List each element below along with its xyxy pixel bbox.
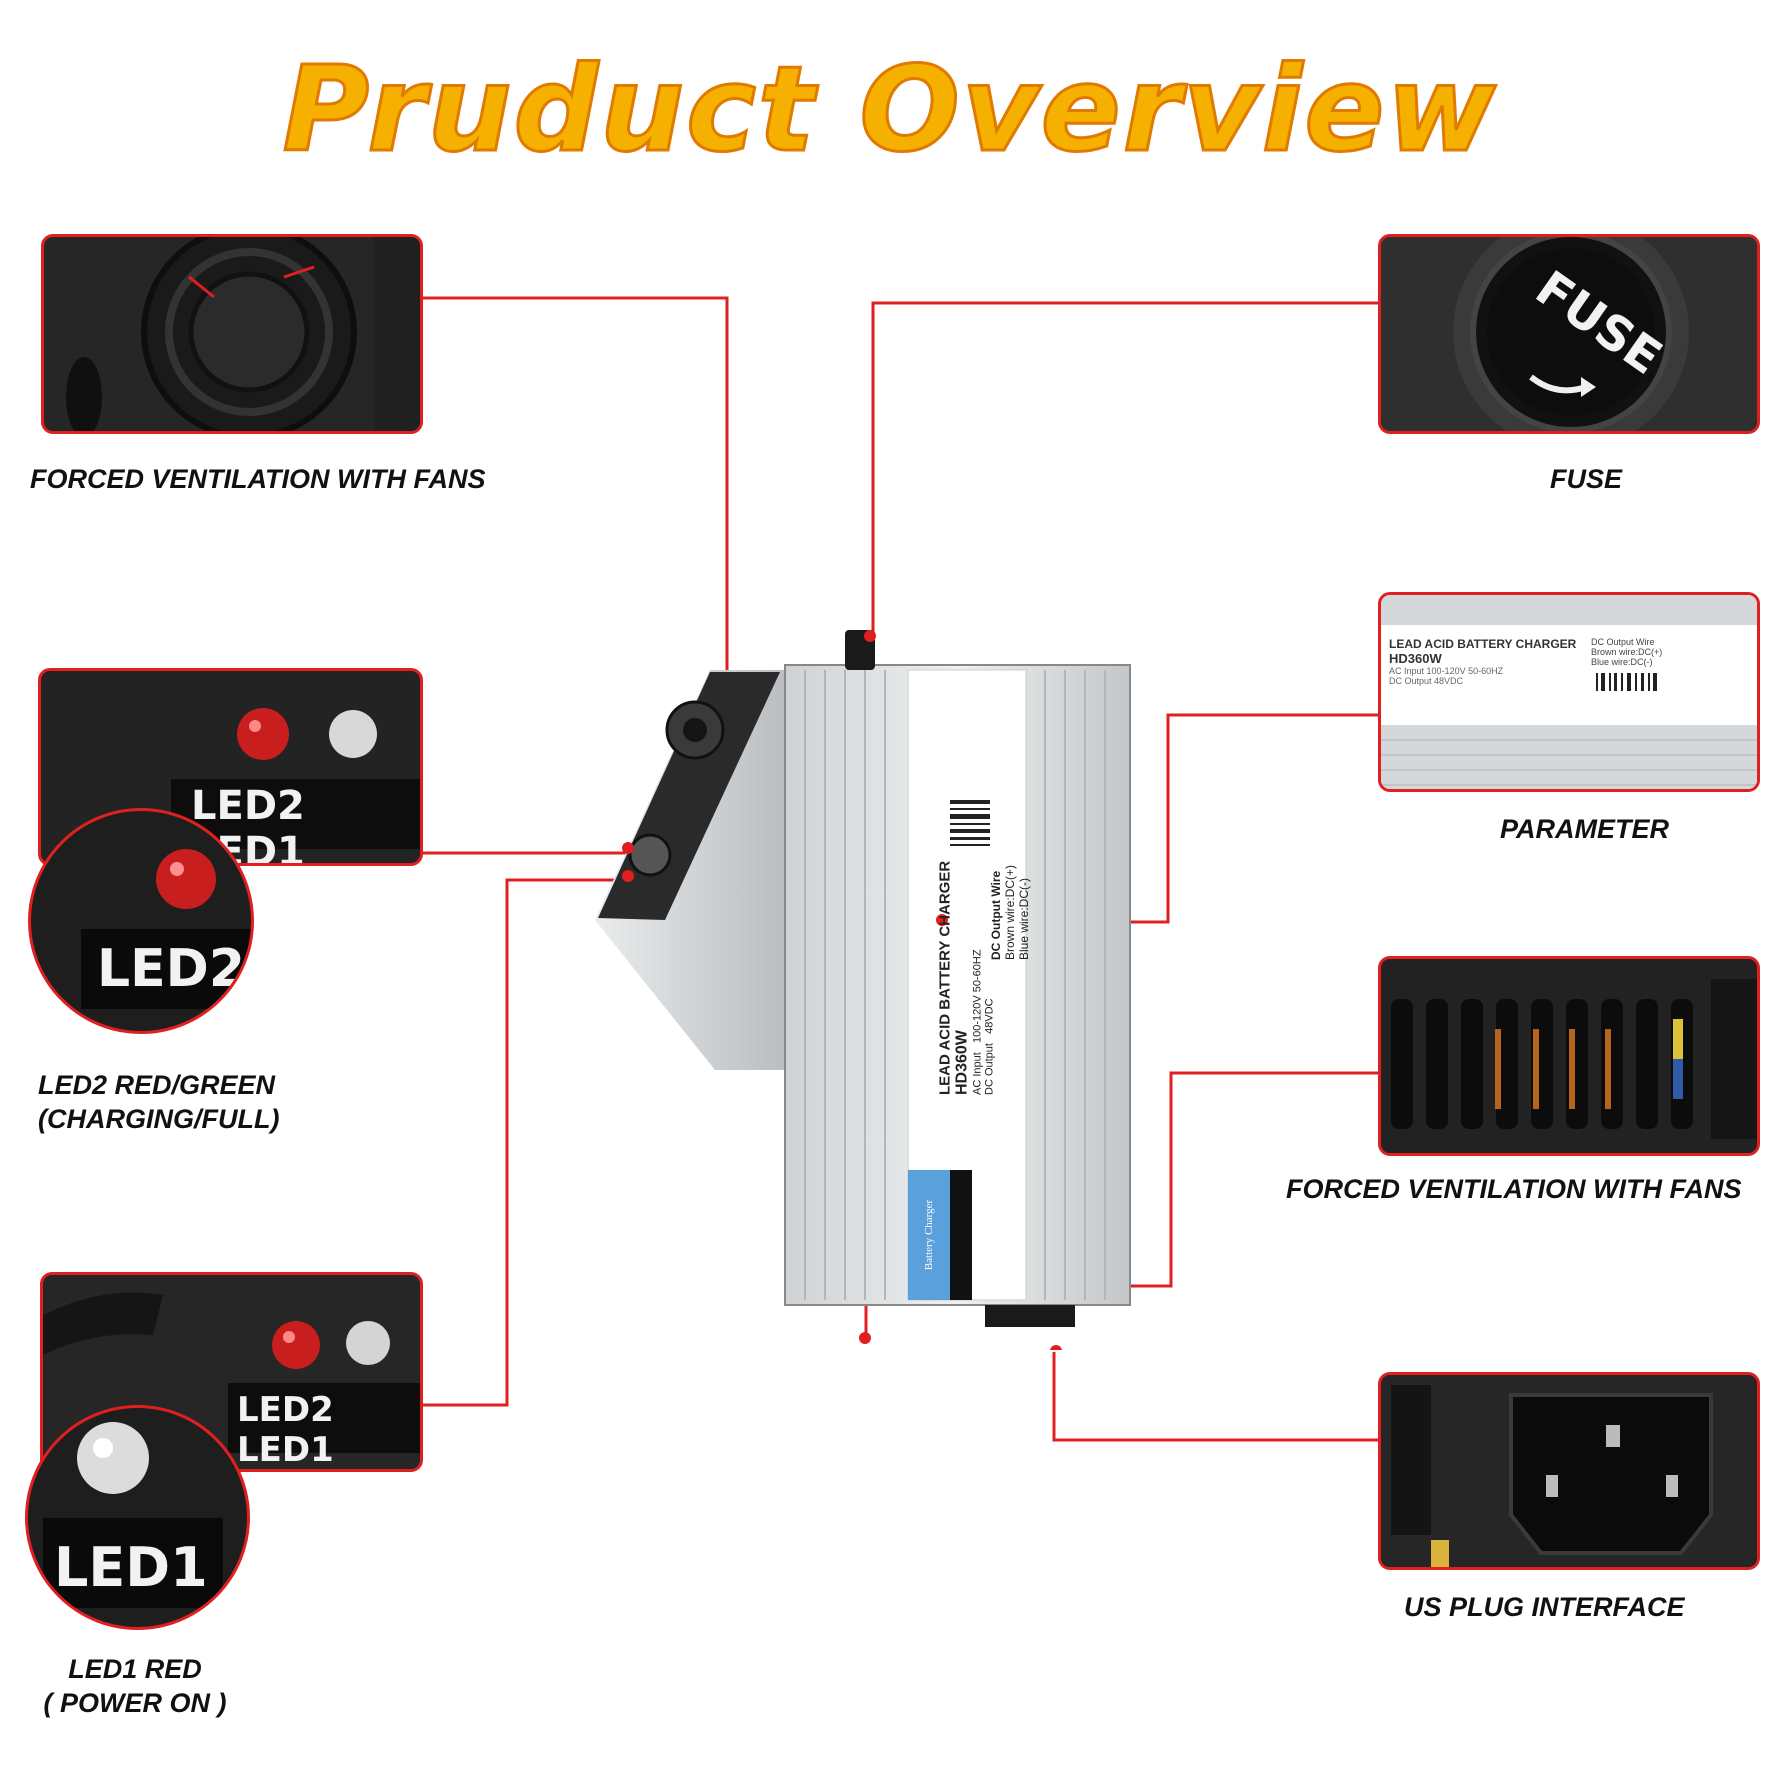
led2-zoom-circle: LED2: [28, 808, 254, 1034]
parameter-detail-panel: LEAD ACID BATTERY CHARGER HD360W AC Inpu…: [1378, 592, 1760, 792]
led1-zoom-label: LED1: [54, 1536, 208, 1599]
caption-led1-line2: ( POWER ON ): [43, 1688, 227, 1718]
param-dc-value: 48VDC: [1434, 676, 1464, 686]
caption-led2-line1: LED2 RED/GREEN: [38, 1070, 276, 1100]
caption-led1: LED1 RED ( POWER ON ): [30, 1652, 240, 1720]
caption-parameter: PARAMETER: [1500, 814, 1670, 844]
caption-us-plug: US PLUG INTERFACE: [1404, 1592, 1685, 1622]
param-wire-title: DC Output Wire: [1591, 637, 1655, 647]
caption-fans-left: FORCED VENTILATION WITH FANS: [30, 464, 486, 494]
param-ac: AC Input: [1389, 666, 1425, 676]
us-plug-detail-panel: [1378, 1372, 1760, 1570]
charger-product-image: LEAD ACID BATTERY CHARGER HD360W AC Inpu…: [590, 620, 1150, 1350]
caption-fans-right: FORCED VENTILATION WITH FANS: [1286, 1174, 1742, 1204]
param-model: HD360W: [1389, 651, 1442, 666]
caption-led1-line1: LED1 RED: [68, 1654, 202, 1684]
caption-led2: LED2 RED/GREEN (CHARGING/FULL): [38, 1068, 279, 1136]
param-ac-value: 100-120V 50-60HZ: [1426, 666, 1504, 676]
caption-fuse: FUSE: [1550, 464, 1623, 494]
led1-label-b: LED1: [237, 1430, 334, 1470]
led-panel-bottom: LED2 LED1: [40, 1272, 423, 1472]
fan-detail-panel-left: [41, 234, 423, 434]
param-dc: DC Output: [1389, 676, 1432, 686]
param-title: LEAD ACID BATTERY CHARGER: [1389, 637, 1577, 651]
led2-zoom-label: LED2: [97, 939, 246, 999]
param-wire-blue: Blue wire:DC(-): [1591, 657, 1653, 667]
caption-led2-line2: (CHARGING/FULL): [38, 1104, 280, 1134]
vent-detail-panel-right: [1378, 956, 1760, 1156]
fuse-detail-panel: FUSE: [1378, 234, 1760, 434]
led2-label-b: LED2: [237, 1390, 334, 1430]
led2-label: LED2: [191, 783, 305, 829]
led1-zoom-circle: LED1: [25, 1405, 250, 1630]
param-wire-brown: Brown wire:DC(+): [1591, 647, 1663, 657]
page-title: Pruduct Overview: [281, 39, 1498, 180]
